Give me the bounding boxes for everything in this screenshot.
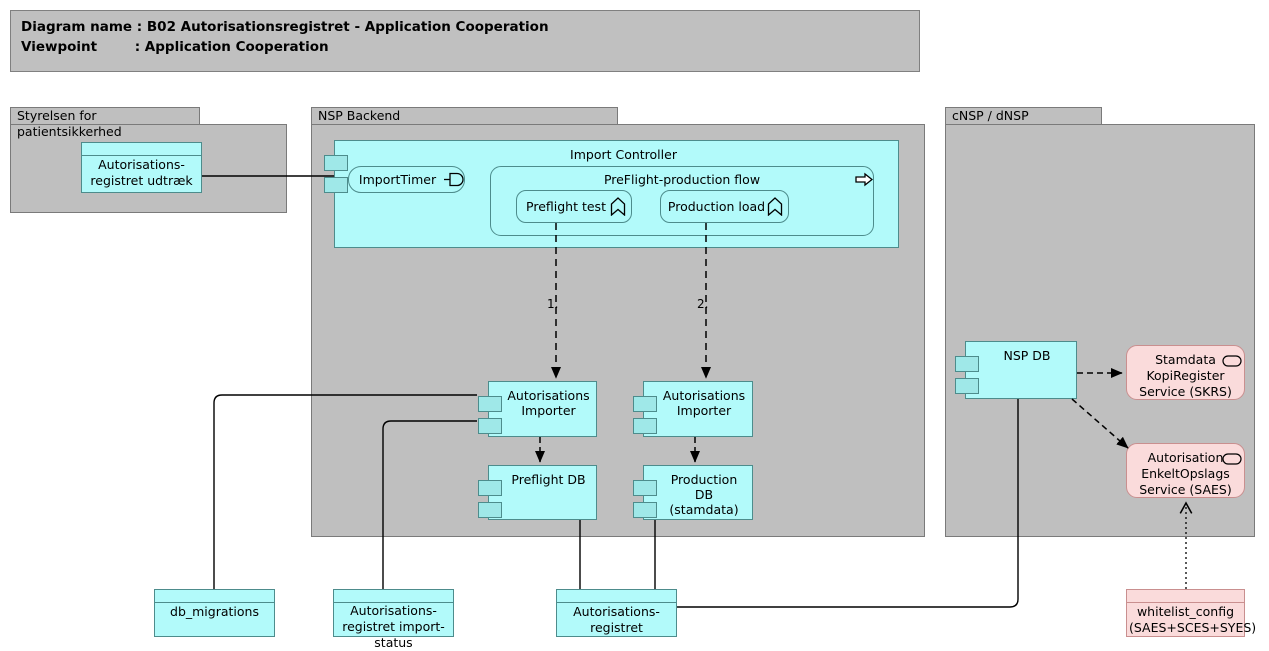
production-load-function[interactable]: Production load xyxy=(660,190,789,223)
preflight-test-function[interactable]: Preflight test xyxy=(516,190,632,223)
process-arrow-icon xyxy=(855,172,874,191)
preflight-production-flow-label: PreFlight-production flow xyxy=(603,172,761,187)
data-object-header-bar xyxy=(1127,590,1244,603)
production-load-label: Production load xyxy=(667,199,766,214)
whitelist-config-label: whitelist_config (SAES+SCES+SYES) xyxy=(1129,604,1257,635)
production-db-label: Production DB (stamdata) xyxy=(669,472,739,517)
data-object-header-bar xyxy=(155,590,274,603)
flow-step-2-label: 2. xyxy=(697,297,709,311)
diagram-name-line: Diagram name : B02 Autorisationsregistre… xyxy=(21,19,549,35)
event-icon xyxy=(443,172,465,191)
component-port-nub xyxy=(955,378,979,394)
data-object-header-bar xyxy=(334,590,453,603)
autorisations-importer-1-component[interactable]: Autorisations Importer xyxy=(478,381,597,437)
group-tab-styrelsen: Styrelsen for patientsikkerhed xyxy=(10,107,200,139)
saes-service[interactable]: Autorisation EnkeltOpslags Service (SAES… xyxy=(1126,443,1245,498)
data-object-label: Autorisations- registret udtræk xyxy=(90,157,193,188)
component-port-nub xyxy=(633,418,657,434)
component-port-nub xyxy=(633,480,657,496)
preflight-db-component[interactable]: Preflight DB xyxy=(478,465,597,520)
data-object-import-status[interactable]: Autorisations- registret import- status xyxy=(333,589,454,650)
component-port-nub xyxy=(478,396,502,412)
viewpoint-line: Viewpoint : Application Cooperation xyxy=(21,39,329,55)
saes-service-label: Autorisation EnkeltOpslags Service (SAES… xyxy=(1139,450,1232,497)
data-object-autorisationsregistret[interactable]: Autorisations- registret xyxy=(556,589,677,637)
nsp-db-component[interactable]: NSP DB xyxy=(955,341,1077,399)
component-port-nub xyxy=(478,418,502,434)
group-tab-nsp-backend: NSP Backend xyxy=(311,107,618,125)
service-oval-icon xyxy=(1222,352,1242,371)
skrs-service[interactable]: Stamdata KopiRegister Service (SKRS) xyxy=(1126,345,1245,400)
import-controller-label: Import Controller xyxy=(570,147,677,162)
preflight-test-label: Preflight test xyxy=(526,199,606,214)
data-object-whitelist-config[interactable]: whitelist_config (SAES+SCES+SYES) xyxy=(1126,589,1257,637)
import-timer-label: ImportTimer xyxy=(358,172,437,187)
data-object-db-migrations[interactable]: db_migrations xyxy=(154,589,275,637)
component-port-nub xyxy=(324,177,348,193)
autorisationsregistret-label: Autorisations- registret xyxy=(573,604,660,635)
import-status-label: Autorisations- registret import- status xyxy=(342,603,445,650)
import-controller-component[interactable]: Import Controller xyxy=(324,140,899,248)
component-port-nub xyxy=(478,480,502,496)
service-oval-icon xyxy=(1222,450,1242,469)
autorisations-importer-2-label: Autorisations Importer xyxy=(662,388,746,418)
preflight-production-flow-process[interactable]: PreFlight-production flow xyxy=(490,166,874,236)
component-port-nub xyxy=(955,356,979,372)
data-object-autorisationsregistret-udtraek[interactable]: Autorisations- registret udtræk xyxy=(81,142,202,193)
function-icon xyxy=(767,197,783,220)
component-port-nub xyxy=(478,502,502,518)
group-tab-cnsp-dnsp: cNSP / dNSP xyxy=(945,107,1102,125)
function-icon xyxy=(610,197,626,220)
data-object-header-bar xyxy=(82,143,201,156)
nsp-db-label: NSP DB xyxy=(1003,348,1051,363)
component-port-nub xyxy=(633,396,657,412)
autorisations-importer-2-component[interactable]: Autorisations Importer xyxy=(633,381,753,437)
production-db-component[interactable]: Production DB (stamdata) xyxy=(633,465,753,520)
diagram-title-block: Diagram name : B02 Autorisationsregistre… xyxy=(10,10,920,72)
autorisations-importer-1-label: Autorisations Importer xyxy=(507,388,590,418)
skrs-service-label: Stamdata KopiRegister Service (SKRS) xyxy=(1139,352,1232,399)
component-port-nub xyxy=(633,502,657,518)
db-migrations-label: db_migrations xyxy=(170,604,259,619)
data-object-header-bar xyxy=(557,590,676,603)
component-port-nub xyxy=(324,155,348,171)
flow-step-1-label: 1. xyxy=(547,297,559,311)
import-timer-event[interactable]: ImportTimer xyxy=(348,166,465,193)
preflight-db-label: Preflight DB xyxy=(511,472,586,487)
